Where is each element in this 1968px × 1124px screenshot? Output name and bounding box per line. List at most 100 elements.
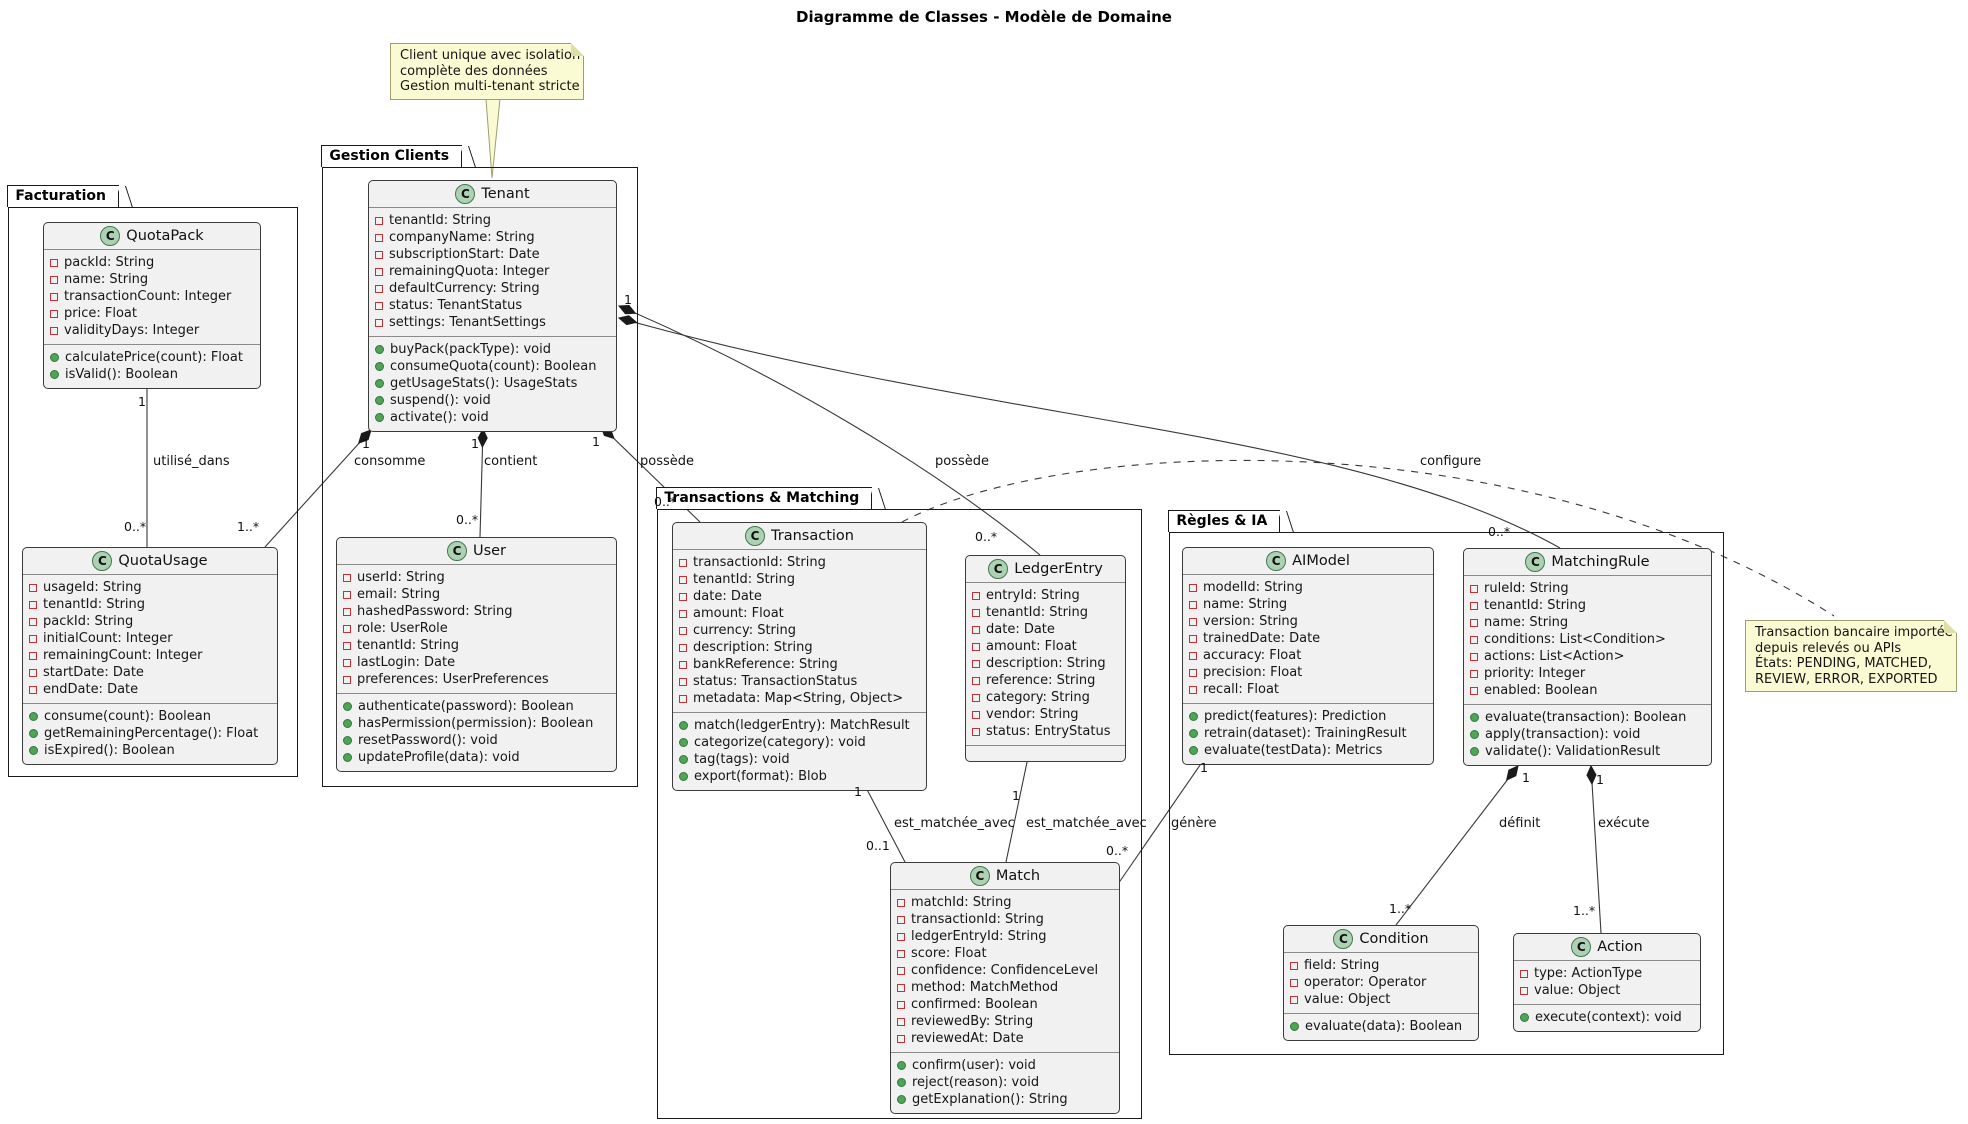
private-field-icon [897,966,905,975]
class-name: AIModel [1292,553,1350,569]
attribute-row: version: String [1189,613,1427,630]
attribute-row: date: Date [972,621,1119,638]
member-label: tenantId: String [986,605,1089,620]
member-label: accuracy: Float [1203,648,1302,663]
attribute-row: companyName: String [375,229,610,246]
attribute-row: category: String [972,689,1119,706]
private-field-icon [1470,669,1478,678]
method-row: retrain(dataset): TrainingResult [1189,725,1427,742]
member-label: status: TenantStatus [389,298,523,313]
edge-label-execute: exécute [1598,816,1650,831]
method-row: getExplanation(): String [897,1091,1113,1108]
attribute-row: userId: String [343,569,610,586]
class-name: Transaction [771,528,854,544]
package-regles-ia: Règles & IA [1168,510,1724,1055]
member-label: price: Float [64,306,137,321]
attribute-row: priority: Integer [1470,665,1705,682]
public-method-icon [1470,713,1479,722]
class-header: C Match [891,863,1119,890]
private-field-icon [375,267,383,276]
member-label: buyPack(packType): void [390,342,552,357]
method-row: tag(tags): void [679,751,920,768]
multiplicity: 1 [624,292,632,307]
member-label: evaluate(testData): Metrics [1204,743,1383,758]
private-field-icon [29,651,37,660]
diagram-title: Diagramme de Classes - Modèle de Domaine [796,8,1172,26]
member-label: role: UserRole [357,621,448,636]
member-label: usageId: String [43,580,142,595]
member-label: priority: Integer [1484,666,1586,681]
note-line: Transaction bancaire importée [1755,625,1953,640]
private-field-icon [375,318,383,327]
class-name: QuotaPack [126,228,204,244]
member-label: description: String [986,656,1106,671]
private-field-icon [1189,668,1197,677]
member-label: isValid(): Boolean [65,367,179,382]
attribute-row: defaultCurrency: String [375,280,610,297]
class-icon: C [92,551,113,571]
member-label: getExplanation(): String [912,1092,1068,1107]
method-row: evaluate(data): Boolean [1290,1018,1472,1035]
edge-label-possede-transactions: possède [640,454,694,469]
class-header: C QuotaPack [44,223,260,250]
private-field-icon [897,1017,905,1026]
attribute-row: status: EntryStatus [972,723,1119,740]
attribute-row: field: String [1290,957,1472,974]
private-field-icon [972,659,980,668]
package-gestion-clients: Gestion Clients [321,145,638,787]
attribute-row: status: TransactionStatus [679,673,920,690]
public-method-icon [1189,712,1198,721]
class-icon: C [1571,937,1592,957]
private-field-icon [679,660,687,669]
private-field-icon [29,668,37,677]
member-label: description: String [693,640,813,655]
class-icon: C [1333,929,1354,949]
multiplicity: 1 [592,434,600,449]
class-header: C MatchingRule [1464,549,1711,576]
method-row: activate(): void [375,409,610,426]
member-label: operator: Operator [1304,975,1427,990]
private-field-icon [1189,651,1197,660]
attribute-row: currency: String [679,622,920,639]
private-field-icon [679,592,687,601]
attribute-row: email: String [343,586,610,603]
note-line: États: PENDING, MATCHED, [1755,656,1932,671]
multiplicity: 0..* [654,494,677,509]
class-name: QuotaUsage [118,553,208,569]
member-label: trainedDate: Date [1203,631,1321,646]
private-field-icon [679,643,687,652]
private-field-icon [1189,600,1197,609]
multiplicity: 0..1 [866,838,890,853]
member-label: actions: List<Action> [1484,649,1625,664]
public-method-icon [375,413,384,422]
attribute-row: amount: Float [679,605,920,622]
private-field-icon [375,233,383,242]
private-field-icon [375,250,383,259]
private-field-icon [679,677,687,686]
private-field-icon [343,675,351,684]
public-method-icon [375,379,384,388]
attribute-row: accuracy: Float [1189,647,1427,664]
public-method-icon [679,721,688,730]
attribute-row: settings: TenantSettings [375,314,610,331]
edge-label-utilise-dans: utilisé_dans [153,454,230,469]
public-method-icon [29,712,38,721]
private-field-icon [50,309,58,318]
public-method-icon [1470,730,1479,739]
private-field-icon [1189,617,1197,626]
member-label: metadata: Map<String, Object> [693,691,904,706]
member-label: amount: Float [693,606,784,621]
public-method-icon [1520,1013,1529,1022]
class-icon: C [455,184,476,204]
method-row: calculatePrice(count): Float [50,349,254,366]
multiplicity: 0..* [456,512,479,527]
class-header: C Action [1514,934,1700,961]
attribute-row: name: String [1189,596,1427,613]
attribute-row: value: Object [1290,991,1472,1008]
class-header: C AIModel [1183,548,1433,575]
